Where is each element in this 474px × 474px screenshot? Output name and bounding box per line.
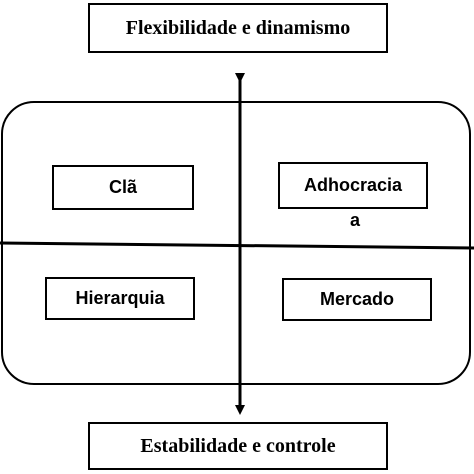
quadrant-cla-label: Clã bbox=[108, 177, 137, 198]
quadrant-mercado-label: Mercado bbox=[319, 289, 395, 310]
bottom-axis-label: Estabilidade e controle bbox=[88, 422, 388, 470]
quadrant-cla: Clã bbox=[52, 165, 194, 210]
quadrant-hierarquia-label: Hierarquia bbox=[75, 288, 165, 309]
top-axis-label-text: Flexibilidade e dinamismo bbox=[125, 16, 351, 39]
quadrant-adhocracia-label: Adhocracia bbox=[303, 175, 403, 196]
quadrant-mercado: Mercado bbox=[282, 278, 432, 321]
quadrant-adhocracia-overflow: a bbox=[349, 210, 360, 230]
quadrant-adhocracia: Adhocracia bbox=[278, 162, 428, 209]
bottom-axis-label-text: Estabilidade e controle bbox=[140, 434, 336, 457]
horizontal-axis bbox=[0, 241, 474, 250]
top-axis-label: Flexibilidade e dinamismo bbox=[88, 3, 388, 53]
quadrant-hierarquia: Hierarquia bbox=[45, 277, 195, 320]
